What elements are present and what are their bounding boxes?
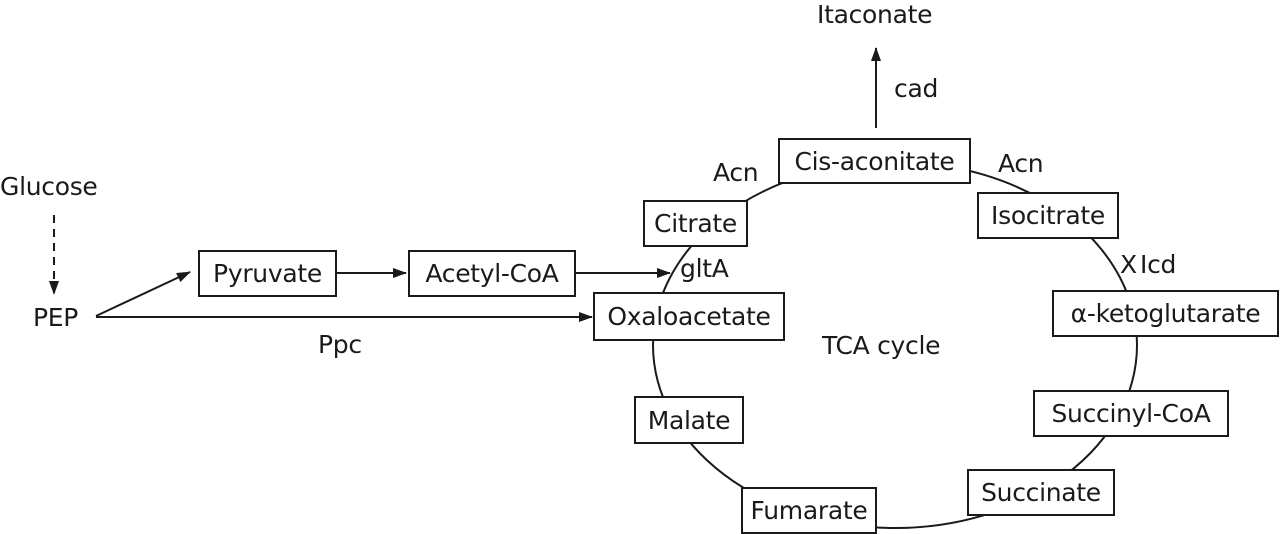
succinyl-coa-node: Succinyl-CoA (1033, 390, 1229, 437)
acn-enzyme-label-1: Acn (713, 158, 759, 187)
icd-enzyme-label: Icd (1140, 250, 1177, 279)
alpha-ketoglutarate-node: α-ketoglutarate (1052, 290, 1279, 337)
fumarate-node: Fumarate (741, 487, 877, 534)
acetyl-coa-node: Acetyl-CoA (408, 250, 576, 297)
pep-label: PEP (33, 303, 79, 332)
ppc-enzyme-label: Ppc (318, 330, 362, 359)
succinate-node: Succinate (967, 469, 1115, 516)
cis-aconitate-node: Cis-aconitate (778, 138, 971, 184)
icd-blocked-mark: X (1120, 250, 1137, 279)
tca-cycle-title: TCA cycle (822, 331, 941, 360)
isocitrate-node: Isocitrate (977, 192, 1119, 239)
glucose-label: Glucose (0, 172, 98, 201)
itaconate-label: Itaconate (817, 0, 933, 29)
glta-enzyme-label: gltA (680, 254, 729, 283)
citrate-node: Citrate (643, 200, 748, 247)
oxaloacetate-node: Oxaloacetate (593, 292, 785, 341)
acn-enzyme-label-2: Acn (998, 149, 1044, 178)
edge-pep-pyruvate (95, 271, 191, 317)
malate-node: Malate (634, 396, 744, 444)
pyruvate-node: Pyruvate (198, 250, 337, 297)
cad-enzyme-label: cad (894, 74, 939, 103)
